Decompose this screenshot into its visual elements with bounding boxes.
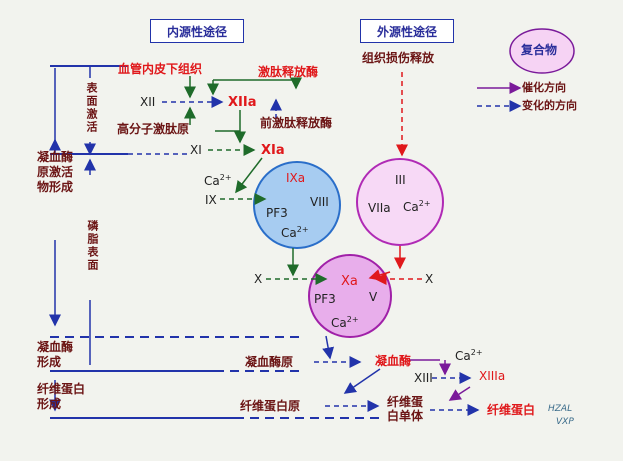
complex-ixa-circle [253,161,341,249]
pf3-label-1: PF3 [266,206,288,220]
fibrinogen-node: 纤维蛋白原 [240,399,301,413]
watermark-line1: HZAL [548,404,573,414]
calcium-ion-2: Ca2+ [281,225,309,240]
calcium-ion-4: Ca2+ [331,315,359,330]
subendothelium-node: 血管内皮下组织 [118,62,203,76]
factor-viia-label: VIIa [368,201,391,215]
extrinsic-pathway-label: 外源性途径 [360,19,454,43]
factor-xiiia-node: XIIIa [479,369,506,383]
intrinsic-pathway-label: 内源性途径 [150,19,244,43]
kallikrein-node: 激肽释放酶 [258,65,319,79]
factor-iii-label: III [395,173,406,187]
thrombin-node: 凝血酶 [375,354,412,368]
watermark-line2: VXP [556,417,574,427]
fibrin-node: 纤维蛋白 [487,403,536,417]
fibrin-formation-label: 纤维蛋白形成 [37,382,86,411]
pf3-label-2: PF3 [314,292,336,306]
phospholipid-surface-label: 磷脂表面 [86,220,99,272]
fibrin-monomer-node: 纤维蛋白单体 [387,395,424,423]
thrombin-formation-label: 凝血酶形成 [37,340,74,369]
factor-viii-label: VIII [310,195,329,209]
factor-xi-node: XI [190,143,202,157]
factor-ixa-label: IXa [286,171,306,185]
prothrombin-activator-label: 凝血酶原激活物形成 [37,150,74,194]
factor-x-left: X [254,272,263,286]
factor-ix-node: IX [205,193,217,207]
calcium-ion-1: Ca2+ [204,173,232,188]
legend-complex-label: 复合物 [521,43,558,57]
tissue-release-node: 组织损伤释放 [362,51,435,65]
factor-xiia-node: XIIa [228,95,257,110]
factor-xia-node: XIa [261,143,285,158]
prekallikrein-node: 前激肽释放酶 [260,116,333,130]
legend-complex-circle [509,28,575,74]
calcium-ion-5: Ca2+ [455,348,483,363]
factor-x-right: X [425,272,434,286]
factor-xiii-node: XIII [414,371,433,385]
complex-viia-circle [356,158,444,246]
factor-xa-label: Xa [341,274,358,289]
legend-catalysis-label: 催化方向 [522,81,566,94]
legend-change-label: 变化的方向 [522,99,577,112]
calcium-ion-3: Ca2+ [403,199,431,214]
factor-xii-node: XII [140,95,156,109]
prothrombin-node: 凝血酶原 [245,355,294,369]
watermark-logo: HZAL VXP [548,405,574,427]
surface-activation-label: 表面激活 [85,82,98,134]
factor-v-label: V [369,290,378,304]
hmwk-node: 高分子激肽原 [117,122,190,136]
